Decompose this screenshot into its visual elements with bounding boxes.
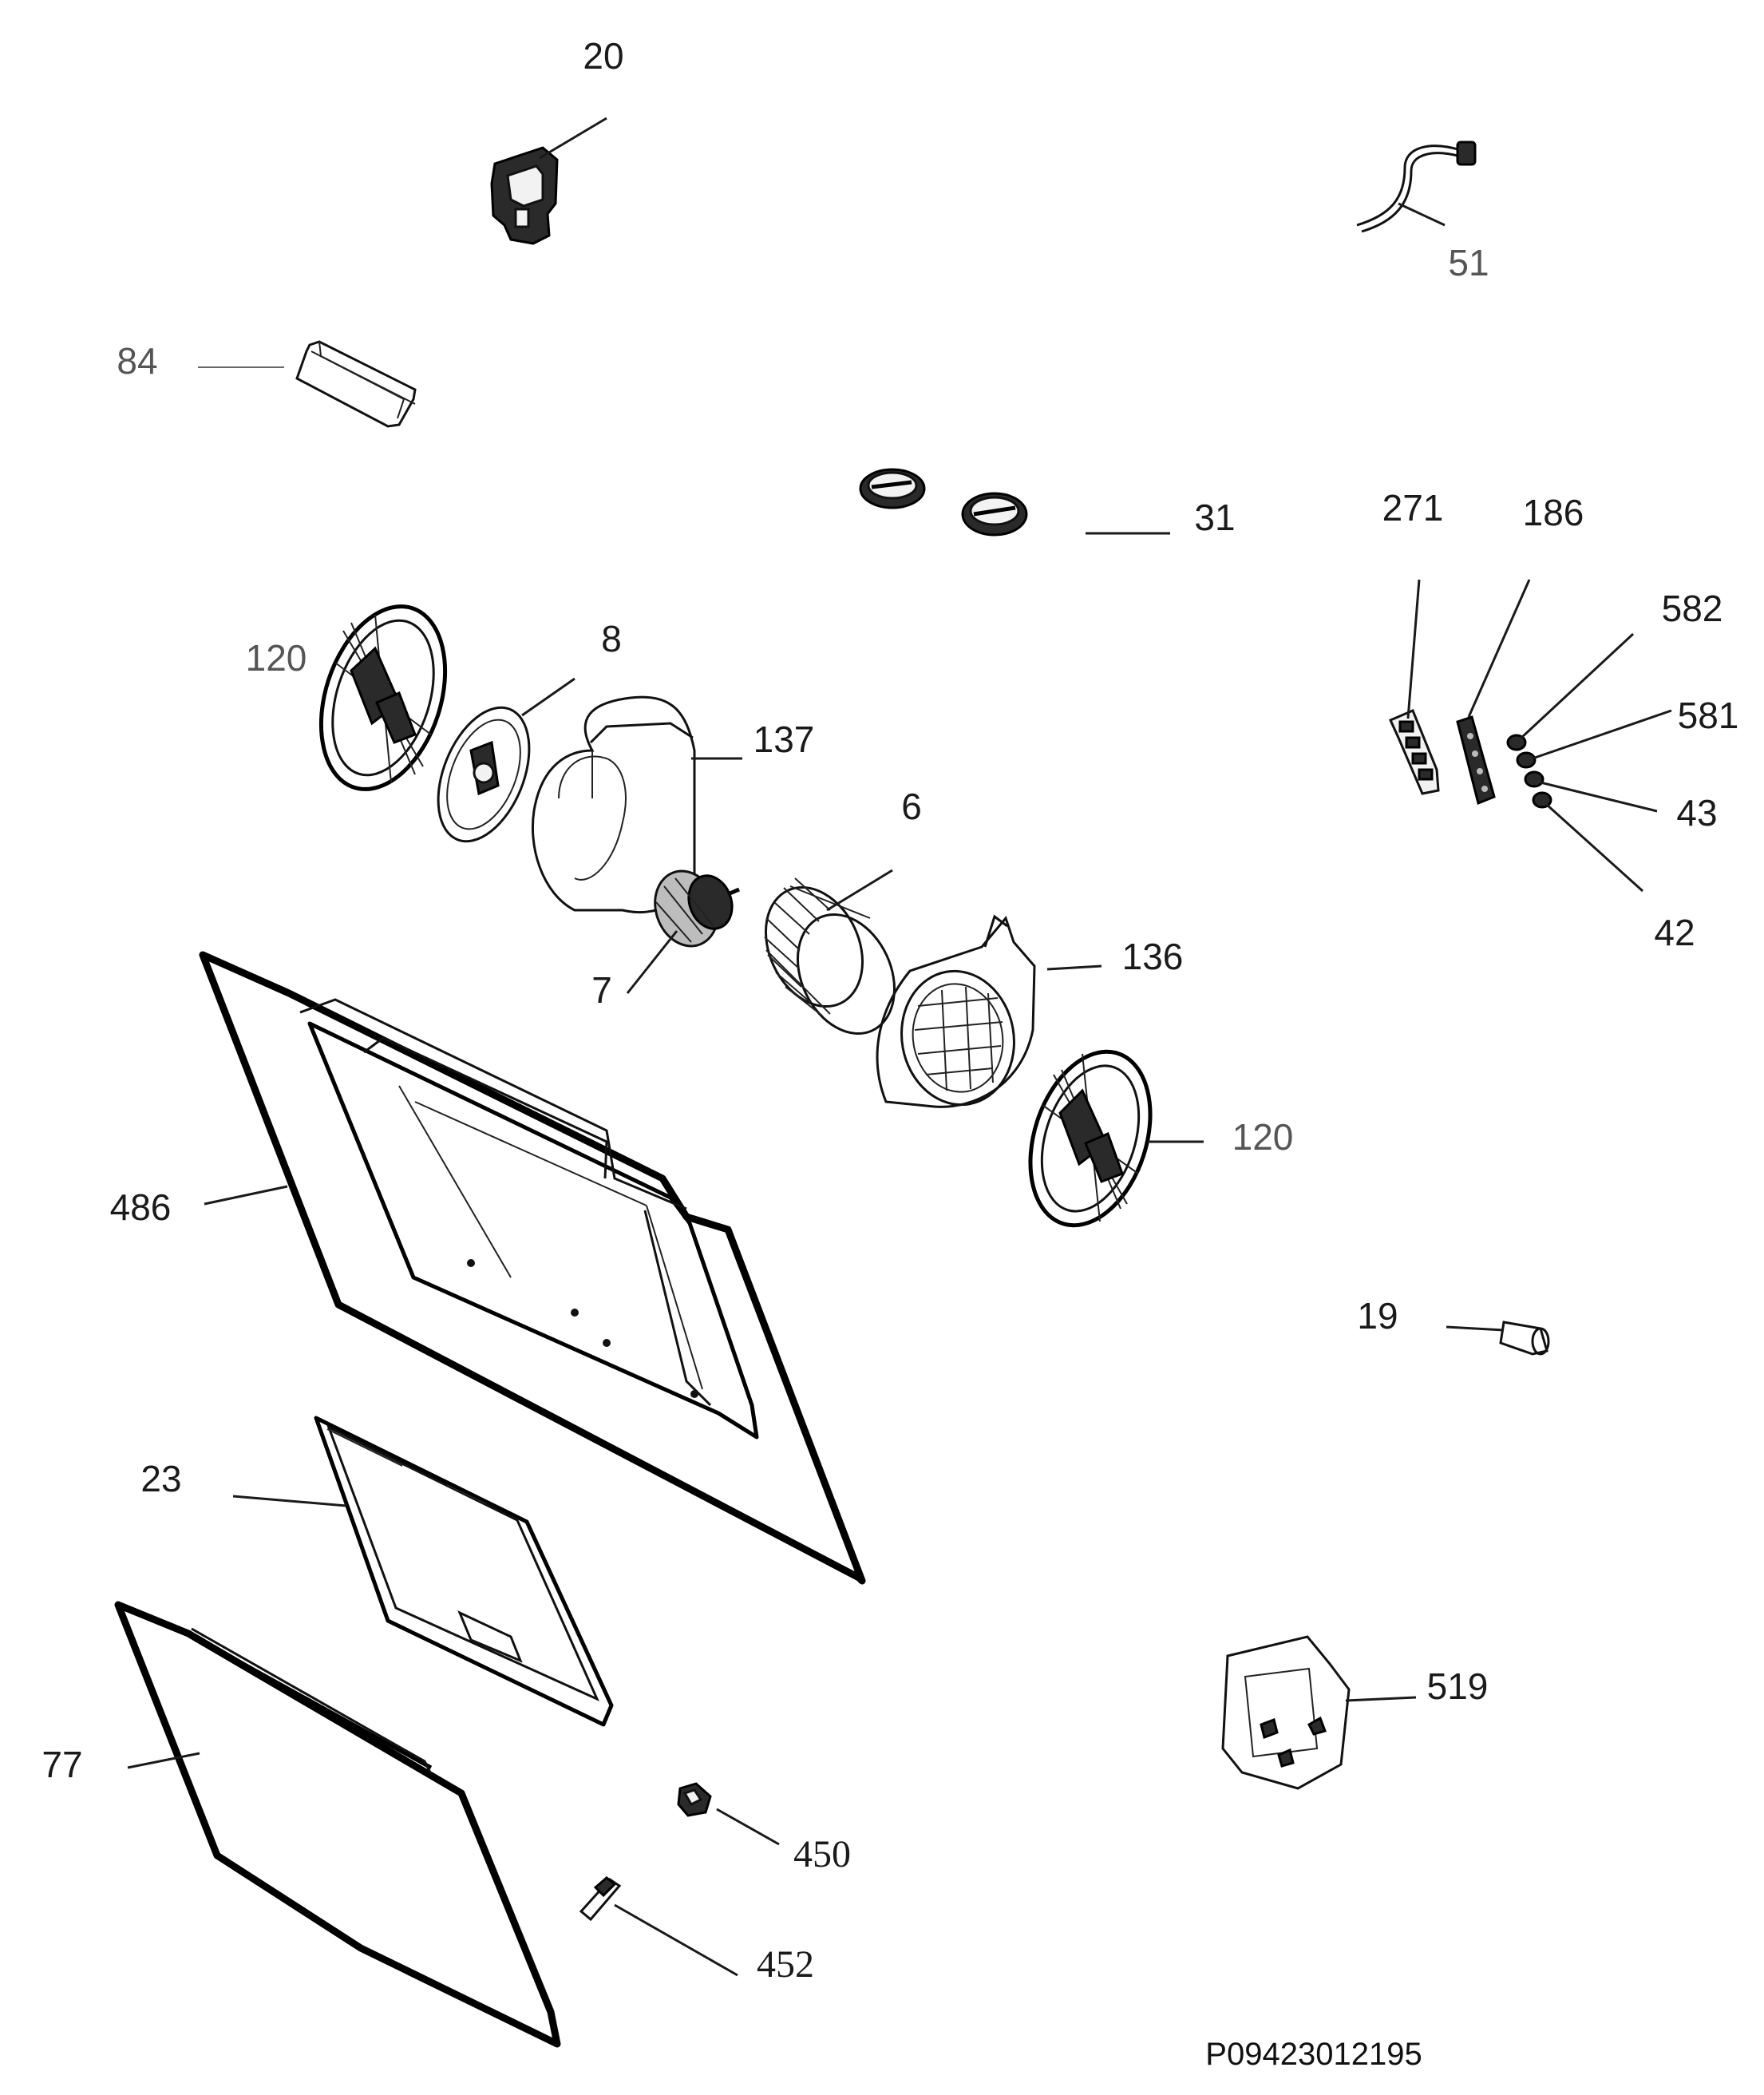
label-120-lower: 120 bbox=[1232, 1116, 1294, 1158]
leader-42 bbox=[1545, 803, 1644, 893]
label-31: 31 bbox=[1194, 497, 1235, 538]
label-486: 486 bbox=[110, 1186, 172, 1228]
part-452-pin bbox=[579, 1876, 622, 1922]
label-77: 77 bbox=[42, 1744, 82, 1785]
part-271-switch bbox=[1389, 709, 1440, 795]
label-6: 6 bbox=[901, 786, 922, 827]
leader-7 bbox=[626, 930, 678, 994]
part-77-glass-panel bbox=[114, 1601, 561, 2048]
leader-19 bbox=[1446, 1325, 1505, 1332]
label-136: 136 bbox=[1122, 936, 1184, 977]
part-31-knobs bbox=[859, 468, 1028, 537]
label-582: 582 bbox=[1662, 588, 1723, 629]
label-271: 271 bbox=[1382, 487, 1444, 529]
label-581: 581 bbox=[1678, 695, 1739, 736]
label-43: 43 bbox=[1676, 792, 1717, 834]
label-8: 8 bbox=[601, 618, 622, 659]
part-582-581-43-42-buttons bbox=[1506, 734, 1552, 809]
leader-452 bbox=[614, 1903, 738, 1977]
label-519: 519 bbox=[1427, 1665, 1489, 1707]
leader-582 bbox=[1520, 632, 1635, 739]
leader-271 bbox=[1406, 579, 1421, 719]
part-120-filter-lower bbox=[1028, 1049, 1153, 1228]
document-number: P09423012195 bbox=[1205, 2037, 1422, 2072]
part-6-fan-wheel bbox=[764, 877, 896, 1036]
part-84-tray bbox=[295, 340, 417, 428]
part-136-housing-grille bbox=[876, 914, 1036, 1108]
label-7: 7 bbox=[591, 969, 612, 1011]
label-186: 186 bbox=[1523, 492, 1584, 533]
leader-8 bbox=[521, 677, 575, 717]
part-8-plate bbox=[437, 706, 531, 843]
part-19-connector bbox=[1499, 1321, 1550, 1356]
leader-20 bbox=[539, 117, 607, 160]
leader-486 bbox=[204, 1185, 288, 1206]
label-137: 137 bbox=[753, 719, 815, 760]
label-42: 42 bbox=[1654, 912, 1695, 953]
leader-450 bbox=[716, 1808, 780, 1846]
leader-186 bbox=[1467, 579, 1531, 718]
label-120-upper: 120 bbox=[246, 637, 307, 679]
leader-519 bbox=[1345, 1696, 1417, 1702]
part-120-filter-upper bbox=[318, 604, 448, 791]
leader-51 bbox=[1398, 202, 1446, 227]
leader-136 bbox=[1046, 964, 1102, 971]
label-23: 23 bbox=[140, 1458, 181, 1499]
part-186-button-strip bbox=[1456, 715, 1496, 806]
label-84: 84 bbox=[117, 340, 157, 382]
leader-43 bbox=[1540, 781, 1658, 813]
label-51: 51 bbox=[1448, 242, 1489, 283]
leader-581 bbox=[1532, 709, 1672, 760]
leader-77 bbox=[127, 1752, 200, 1769]
part-7-motor bbox=[654, 869, 740, 948]
part-20-bracket bbox=[490, 146, 559, 245]
leader-6 bbox=[826, 869, 893, 912]
part-23-filter-frame bbox=[314, 1416, 614, 1727]
label-450: 450 bbox=[793, 1833, 851, 1875]
leader-23 bbox=[232, 1495, 347, 1507]
part-519-fittings-bag bbox=[1221, 1635, 1351, 1790]
label-20: 20 bbox=[583, 35, 623, 77]
label-19: 19 bbox=[1357, 1295, 1398, 1337]
part-51-cable bbox=[1356, 141, 1477, 233]
part-486-canopy bbox=[199, 951, 866, 1585]
part-450-clip bbox=[677, 1782, 712, 1817]
label-452: 452 bbox=[757, 1943, 814, 1986]
